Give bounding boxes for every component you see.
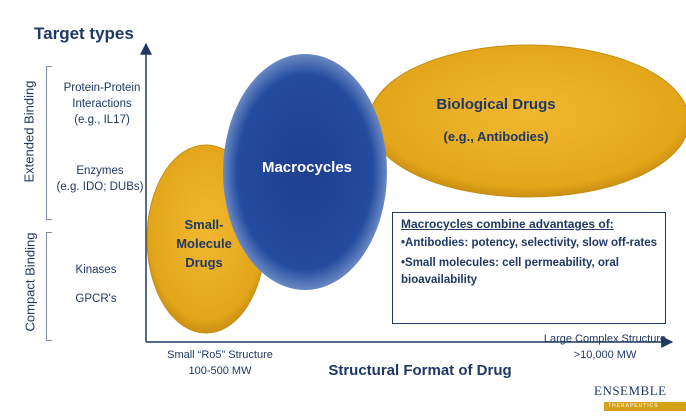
extended-binding-label: Extended Binding — [21, 80, 37, 183]
target-gpcrs: GPCR's — [75, 293, 117, 305]
x-axis-right-note: Large Complex Structure >10,000 MW — [530, 331, 680, 363]
target-enzymes-line1: Enzymes — [76, 165, 124, 177]
extended-binding-bracket — [46, 66, 52, 220]
target-ppi-line1: Protein-Protein — [63, 82, 141, 94]
compact-binding-label: Compact Binding — [22, 232, 38, 332]
macrocycles-label: Macrocycles — [262, 159, 352, 176]
x-axis-right-line2: >10,000 MW — [573, 349, 637, 361]
small-molecule-label-1: Small- — [184, 217, 223, 232]
callout-bullet-antibodies: •Antibodies: potency, selectivity, slow … — [401, 237, 658, 249]
x-axis-left-note: Small “Ro5” Structure 100-500 MW — [150, 347, 290, 379]
chart-title: Target types — [34, 24, 134, 43]
target-protein-protein-interactions: Protein-Protein Interactions (e.g., IL17… — [56, 80, 148, 128]
ensemble-logo-subtitle: THERAPEUTICS — [604, 402, 686, 411]
callout-title: Macrocycles combine advantages of: — [401, 217, 614, 231]
small-molecule-label-2: Molecule — [176, 236, 232, 251]
callout-bullet-small-molecules: •Small molecules: cell permeability, ora… — [401, 257, 619, 286]
target-enzymes-line2: (e.g. IDO; DUBs) — [56, 181, 144, 193]
advantages-callout: Macrocycles combine advantages of: •Anti… — [392, 212, 666, 324]
macrocycles-bubble — [223, 54, 387, 290]
ensemble-logo: ENSEMBLE — [594, 383, 667, 398]
target-enzymes: Enzymes (e.g. IDO; DUBs) — [52, 163, 148, 195]
small-molecule-label-3: Drugs — [185, 255, 223, 270]
x-axis-left-line1: Small “Ro5” Structure — [167, 349, 273, 361]
x-axis-left-line2: 100-500 MW — [188, 365, 252, 377]
target-ppi-line3: (e.g., IL17) — [74, 114, 130, 126]
biological-drugs-label-2: (e.g., Antibodies) — [444, 129, 549, 144]
biological-drugs-bubble — [368, 44, 686, 198]
x-axis-right-line1: Large Complex Structure — [543, 333, 667, 345]
target-ppi-line2: Interactions — [72, 98, 132, 110]
x-axis-label: Structural Format of Drug — [328, 362, 512, 379]
biological-drugs-label-1: Biological Drugs — [436, 96, 555, 113]
target-kinases: Kinases — [75, 264, 117, 276]
compact-binding-bracket — [46, 232, 52, 341]
